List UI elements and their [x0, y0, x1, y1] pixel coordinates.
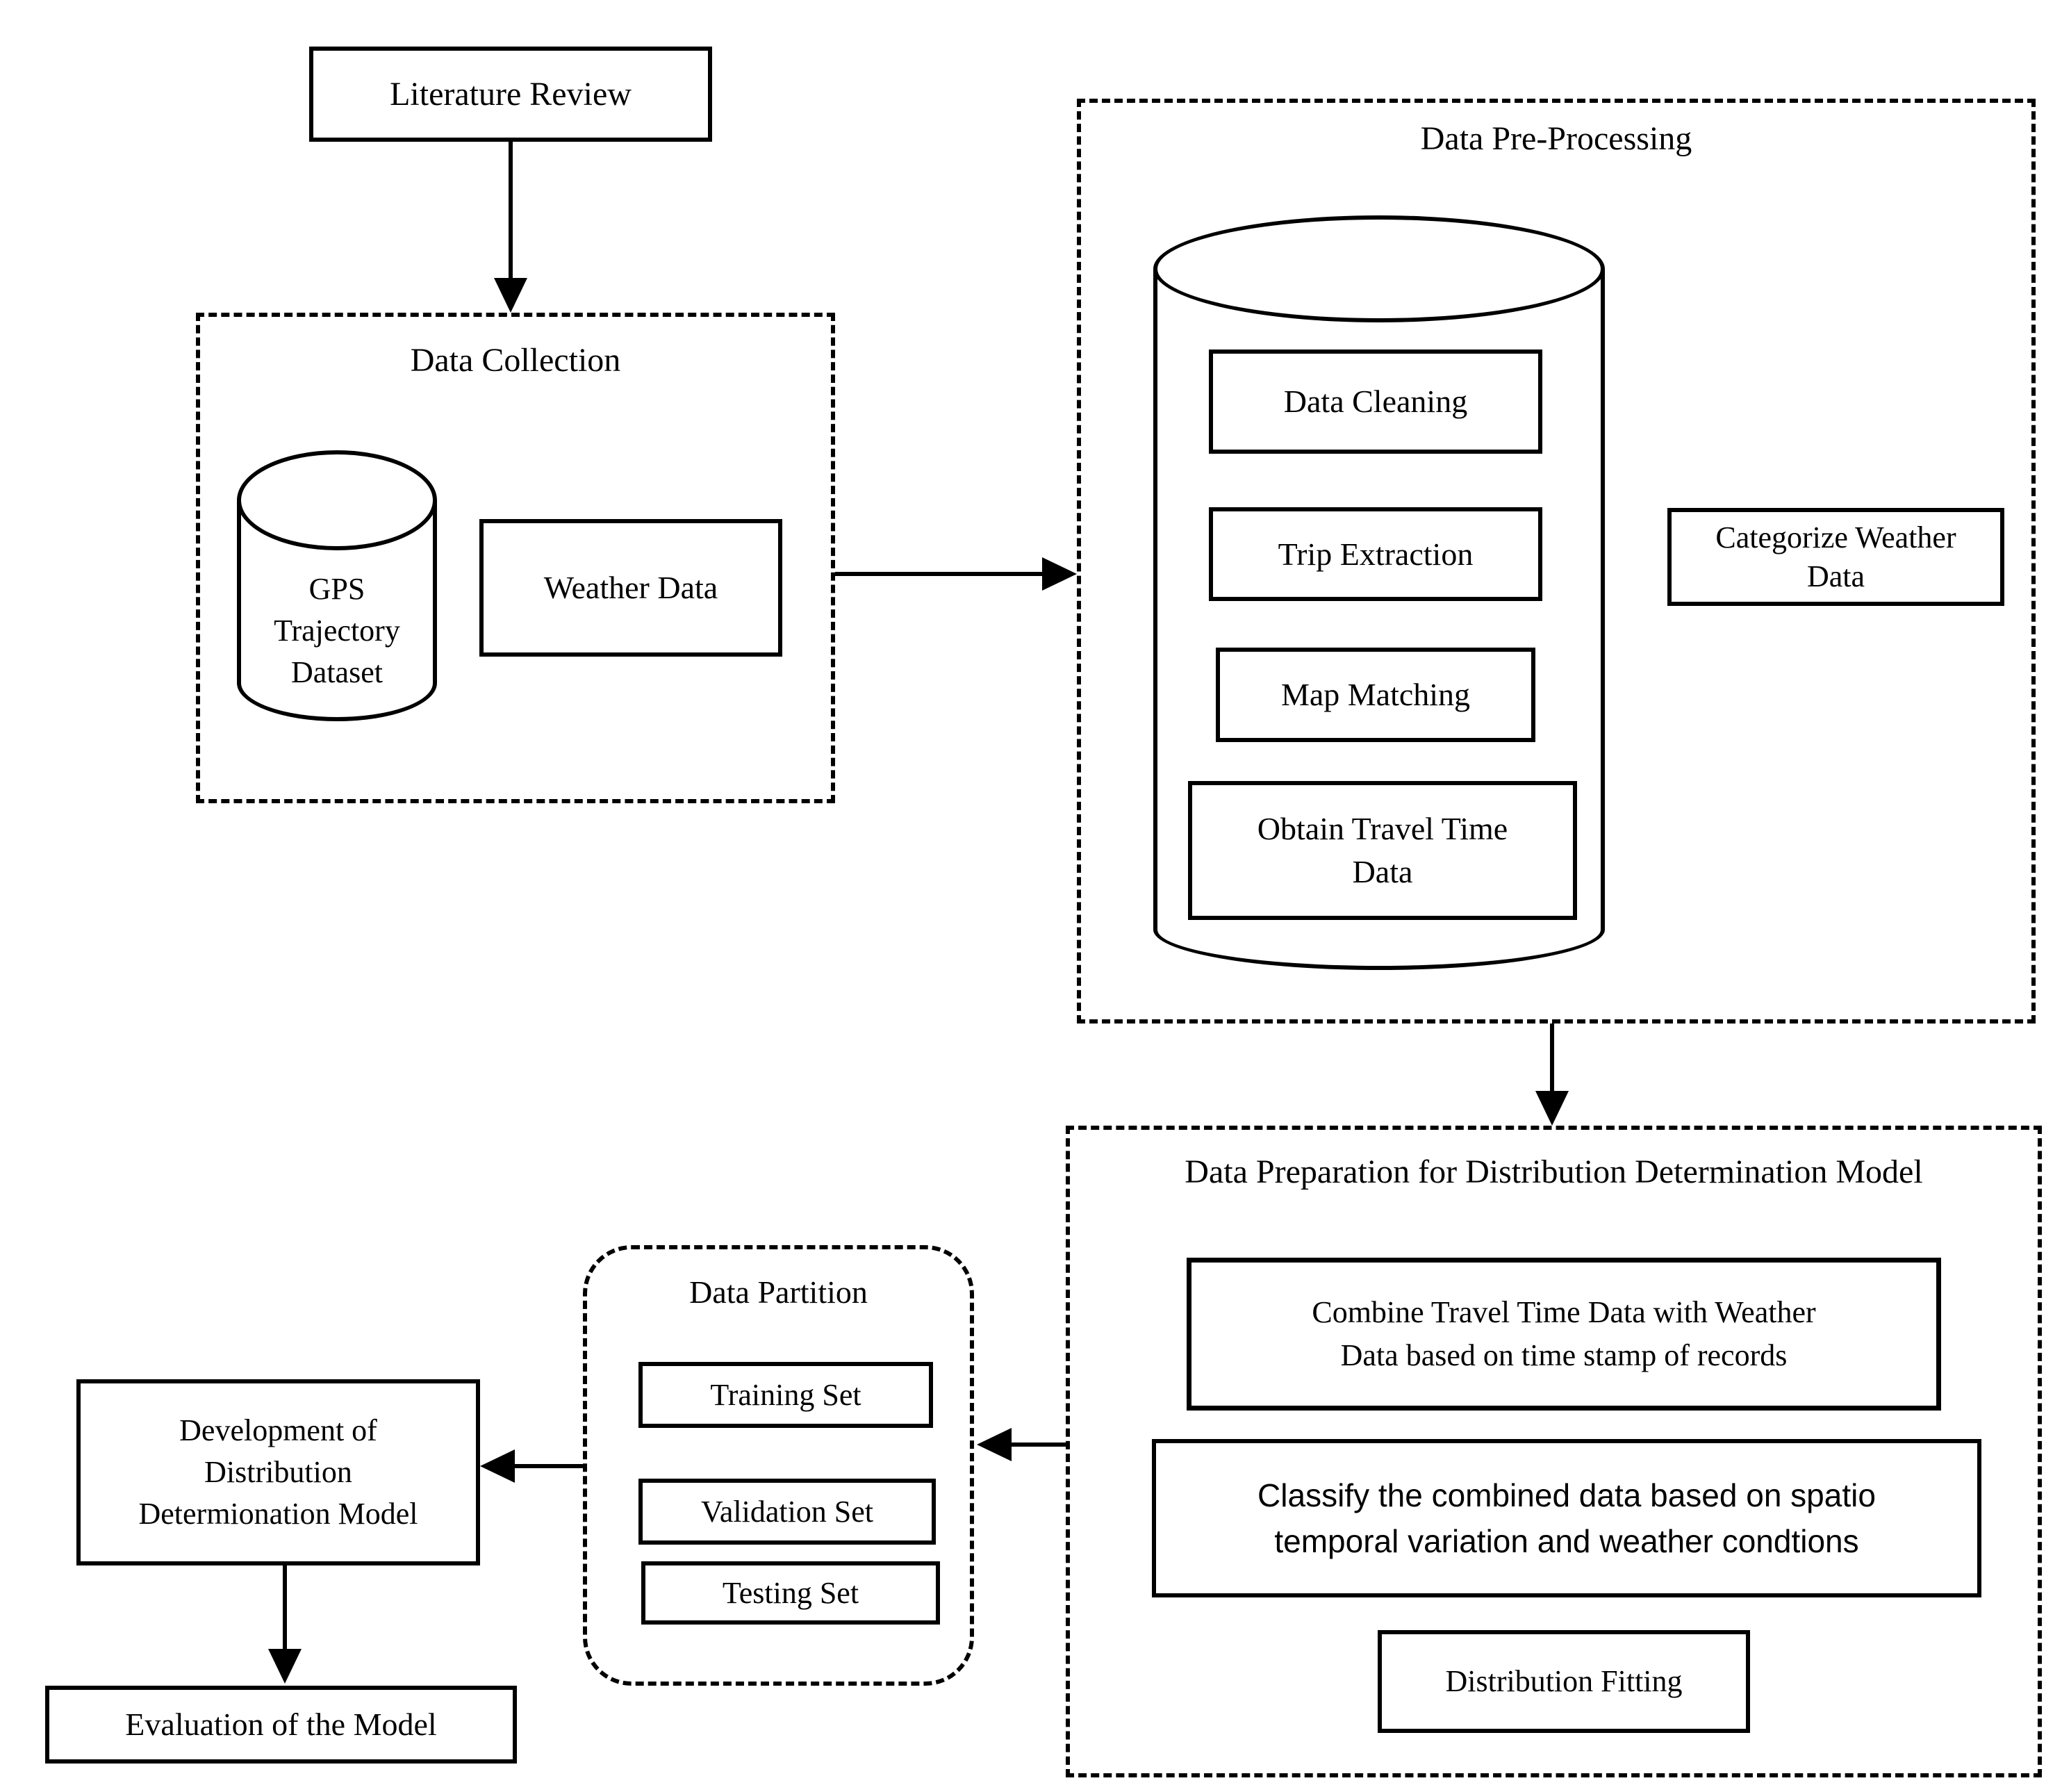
arrow-litreview-to-collection-head — [494, 278, 527, 313]
gps-dataset-label: GPS Trajectory Dataset — [274, 572, 400, 689]
data-partition-title: Data Partition — [689, 1274, 868, 1310]
testing-set-node: Testing Set — [641, 1561, 940, 1625]
distribution-fitting-node: Distribution Fitting — [1378, 1630, 1750, 1733]
step-data-cleaning: Data Cleaning — [1209, 350, 1542, 454]
data-collection-title: Data Collection — [410, 342, 621, 379]
arrow-preparation-to-partition-head — [977, 1428, 1012, 1461]
weather-data-node: Weather Data — [479, 519, 782, 657]
literature-review-label: Literature Review — [390, 75, 632, 113]
data-collection-container — [196, 313, 835, 803]
arrow-preprocessing-to-preparation-line — [1550, 1024, 1554, 1094]
step-map-matching: Map Matching — [1216, 648, 1535, 742]
arrow-litreview-to-collection-line — [509, 142, 513, 281]
combine-data-node: Combine Travel Time Data with Weather Da… — [1187, 1258, 1941, 1411]
gps-dataset-cylinder-top — [237, 450, 437, 550]
data-preparation-title: Data Preparation for Distribution Determ… — [1185, 1153, 1923, 1190]
testing-set-label: Testing Set — [722, 1575, 859, 1610]
step-trip-extraction-label: Trip Extraction — [1278, 536, 1474, 572]
evaluation-label: Evaluation of the Model — [125, 1707, 437, 1742]
distribution-fitting-label: Distribution Fitting — [1445, 1664, 1683, 1698]
classify-data-label: Classify the combined data based on spat… — [1257, 1477, 1876, 1559]
step-data-cleaning-label: Data Cleaning — [1283, 384, 1468, 419]
preprocessing-cylinder-top — [1153, 215, 1605, 322]
arrow-collection-to-preprocessing-head — [1042, 557, 1077, 591]
literature-review-node: Literature Review — [309, 47, 712, 142]
step-obtain-travel-time-label: Obtain Travel Time Data — [1257, 811, 1508, 889]
categorize-weather-node: Categorize Weather Data — [1667, 508, 2004, 606]
training-set-label: Training Set — [710, 1377, 861, 1412]
evaluation-node: Evaluation of the Model — [45, 1686, 517, 1764]
validation-set-node: Validation Set — [638, 1479, 936, 1545]
data-partition-container — [583, 1245, 974, 1686]
development-model-label: Development of Distribution Determionati… — [138, 1413, 418, 1531]
arrow-preprocessing-to-preparation-head — [1535, 1091, 1569, 1126]
step-trip-extraction: Trip Extraction — [1209, 507, 1542, 601]
weather-data-label: Weather Data — [543, 570, 718, 605]
arrow-collection-to-preprocessing-line — [835, 572, 1045, 576]
classify-data-node: Classify the combined data based on spat… — [1152, 1439, 1981, 1597]
validation-set-label: Validation Set — [700, 1494, 874, 1529]
data-preparation-container — [1066, 1126, 2042, 1777]
combine-data-label: Combine Travel Time Data with Weather Da… — [1312, 1295, 1816, 1372]
arrow-partition-to-development-line — [512, 1464, 583, 1468]
data-preprocessing-container — [1077, 99, 2036, 1024]
step-map-matching-label: Map Matching — [1280, 677, 1471, 712]
arrow-development-to-evaluation-line — [283, 1565, 287, 1650]
arrow-preparation-to-partition-line — [1009, 1442, 1066, 1447]
categorize-weather-label: Categorize Weather Data — [1715, 520, 1956, 593]
step-obtain-travel-time: Obtain Travel Time Data — [1188, 781, 1577, 920]
data-preprocessing-title: Data Pre-Processing — [1420, 120, 1692, 157]
arrow-partition-to-development-head — [480, 1449, 515, 1483]
development-model-node: Development of Distribution Determionati… — [76, 1379, 480, 1565]
training-set-node: Training Set — [638, 1362, 933, 1428]
arrow-development-to-evaluation-head — [268, 1649, 302, 1684]
